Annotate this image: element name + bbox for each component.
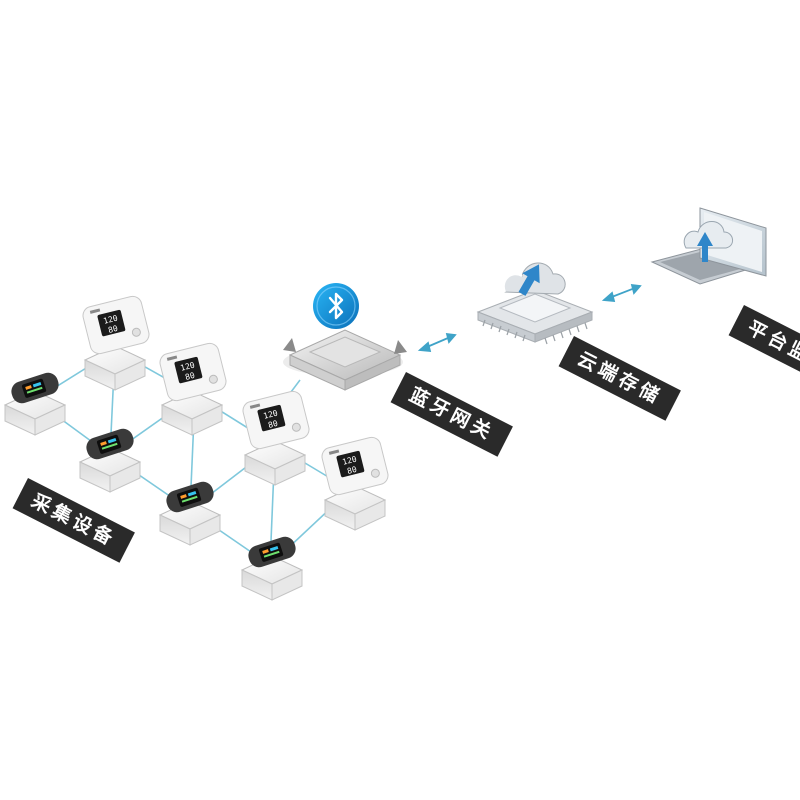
pulse-oximeter <box>166 481 214 513</box>
pulse-oximeter <box>86 428 134 460</box>
bp-monitor-devices: 120 80 120 80 120 80 120 80 <box>82 295 389 496</box>
cloud-storage-server <box>476 262 594 345</box>
bp-systolic: 120 <box>102 314 118 326</box>
bp-diastolic: 80 <box>184 371 196 382</box>
pulse-oximeter <box>11 372 59 404</box>
data-flow-arrows <box>417 283 642 353</box>
pedestal <box>323 485 387 531</box>
pedestal <box>158 500 222 546</box>
monitoring-laptop <box>650 207 767 285</box>
upload-arrow-icon <box>518 264 540 296</box>
upload-arrow-icon <box>697 232 713 262</box>
bp-systolic: 120 <box>262 409 278 421</box>
bp-monitor: 120 80 <box>159 342 227 402</box>
bp-systolic: 120 <box>341 455 357 467</box>
pulse-oximeter <box>248 536 296 568</box>
pedestal <box>3 390 67 436</box>
bp-diastolic: 80 <box>346 465 358 476</box>
cloud-icon <box>683 221 733 249</box>
oximeter-devices <box>11 372 296 568</box>
bp-monitor: 120 80 <box>82 295 150 355</box>
bp-diastolic: 80 <box>107 324 119 335</box>
bp-monitor: 120 80 <box>242 390 310 450</box>
bluetooth-icon <box>313 283 359 329</box>
bp-diastolic: 80 <box>267 419 279 430</box>
bp-systolic: 120 <box>179 361 195 373</box>
bp-monitor: 120 80 <box>321 436 389 496</box>
pedestal <box>83 345 147 391</box>
bluetooth-gateway <box>283 283 407 391</box>
pedestal <box>243 440 307 486</box>
